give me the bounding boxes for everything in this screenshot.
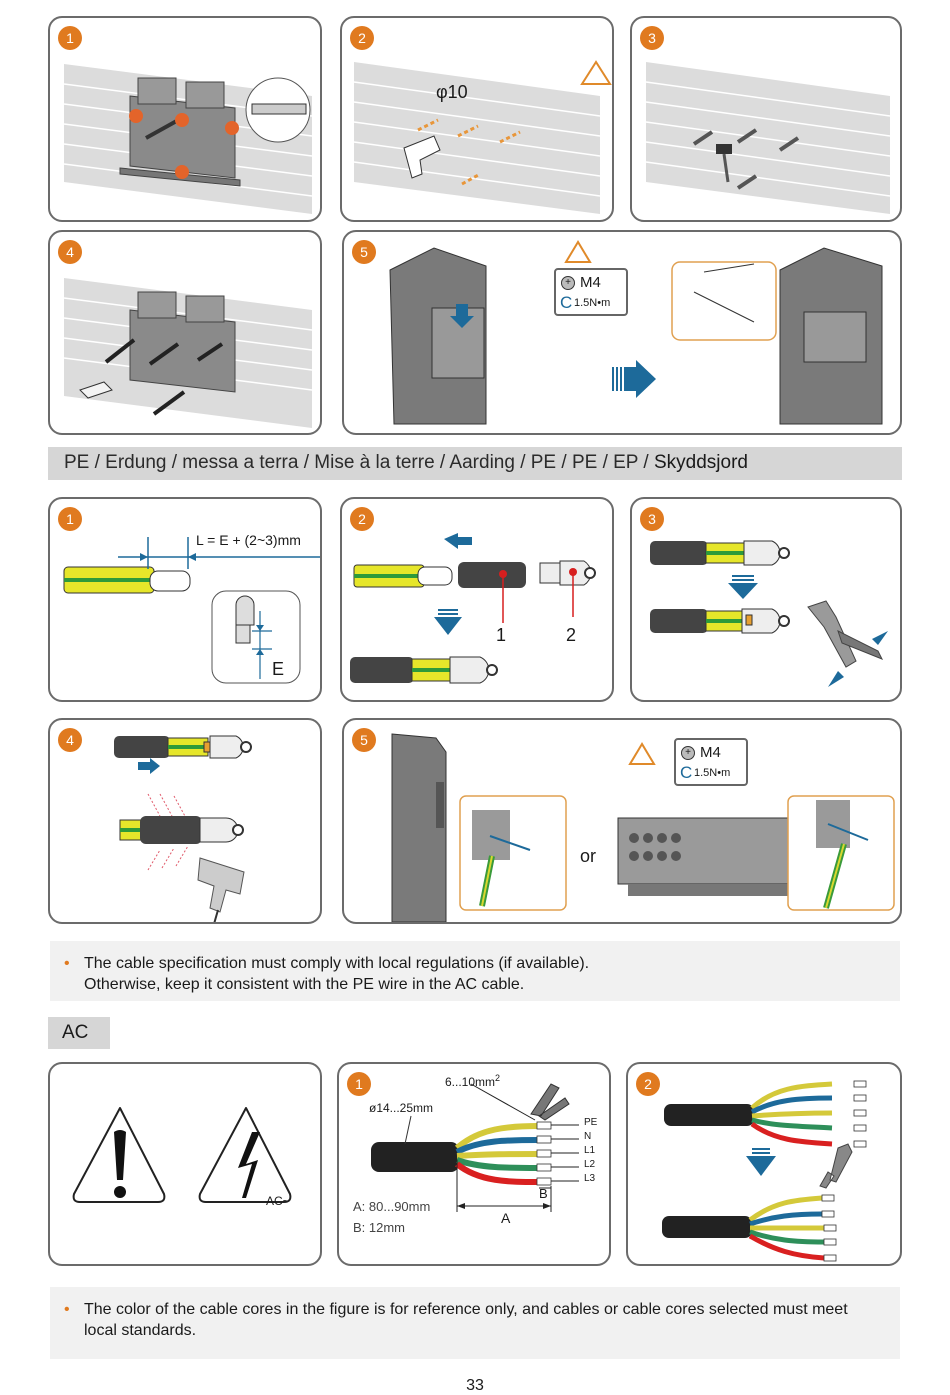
spec-b: B: 12mm	[353, 1220, 406, 1235]
spec-a: A: 80...90mm	[353, 1199, 431, 1214]
caution-icon	[72, 1107, 166, 1203]
mounting-plate-illustration	[63, 64, 313, 214]
page-number: 33	[466, 1377, 484, 1394]
ac-step-1-panel: 1 6...10mm2 ø14...25mm PE N L1 L2	[337, 1062, 611, 1266]
dimension-e-label: E	[272, 659, 285, 679]
expansion-bolt-illustration	[645, 62, 891, 214]
cross-section-value: 6...10mm	[445, 1075, 496, 1089]
bullet-icon: •	[64, 1301, 70, 1318]
pe-connection-illustration	[391, 733, 895, 922]
torque-spec-box: + M4 C 1.5N•m	[674, 738, 748, 786]
step-badge: 2	[636, 1072, 660, 1096]
pe-title-swedish: Skyddsjord	[653, 452, 748, 473]
ac-section-title: AC	[48, 1017, 110, 1049]
electric-shock-icon	[198, 1107, 292, 1203]
cross-section-superscript: 2	[495, 1073, 501, 1083]
warning-symbols	[72, 1107, 292, 1203]
or-label: or	[580, 846, 597, 866]
screw-icon: +	[681, 746, 695, 760]
crimping-illustration	[650, 540, 888, 687]
inverter-hanging-illustration	[389, 240, 883, 425]
pe-section-title: PE / Erdung / messa a terra / Mise à la …	[48, 447, 902, 480]
heat-shrink-and-terminal-illustration	[350, 533, 596, 684]
step-badge: 5	[352, 728, 376, 752]
screw-size: M4	[580, 274, 601, 291]
torque-spec-box: + M4 C 1.5N•m	[554, 268, 628, 316]
step-badge: 5	[352, 240, 376, 264]
wire-label-pe: PE	[584, 1117, 598, 1128]
hole-diameter-label: φ10	[436, 82, 468, 102]
torque-value: 1.5N•m	[694, 767, 731, 779]
pe-step-5-panel: 5 + M4 C 1.5N•m or	[342, 718, 902, 924]
wire-label-n: N	[584, 1131, 592, 1142]
wire-label-l1: L1	[584, 1145, 596, 1156]
step-badge: 4	[58, 240, 82, 264]
pe-step-3-panel: 3	[630, 497, 902, 702]
torque-value: 1.5N•m	[574, 297, 611, 309]
ac-warning-panel: AC~	[48, 1062, 322, 1266]
step-badge: 3	[640, 26, 664, 50]
bolt-tightening-illustration	[63, 278, 313, 428]
step-badge: 1	[347, 1072, 371, 1096]
torque-icon: C	[560, 293, 573, 312]
torque-icon: C	[680, 763, 693, 782]
cross-section-label: 6...10mm2	[445, 1073, 500, 1089]
step-badge: 2	[350, 26, 374, 50]
callout-terminal: 2	[566, 625, 577, 645]
bullet-icon: •	[64, 955, 70, 972]
ac-cable-strip-illustration	[371, 1083, 579, 1212]
pe-title-languages: PE / Erdung / messa a terra / Mise à la …	[64, 452, 654, 473]
drilling-illustration	[353, 60, 612, 214]
wire-label-l3: L3	[584, 1173, 596, 1184]
step-badge: 1	[58, 26, 82, 50]
mount-step-4-panel: 4	[48, 230, 322, 435]
step-badge: 2	[350, 507, 374, 531]
step-badge: 1	[58, 507, 82, 531]
pe-note: • The cable specification must comply wi…	[50, 941, 900, 1001]
dim-a-label: A	[501, 1210, 511, 1226]
ac-step-2-panel: 2	[626, 1062, 902, 1266]
mount-step-3-panel: 3	[630, 16, 902, 222]
mount-step-2-panel: 2 φ10	[340, 16, 614, 222]
mount-step-1-panel: 1	[48, 16, 322, 222]
screw-icon: +	[561, 276, 575, 290]
callout-heat-shrink: 1	[496, 625, 507, 645]
pe-note-line-2: Otherwise, keep it consistent with the P…	[84, 976, 525, 993]
pe-step-1-panel: 1 L = E + (2~3)mm E	[48, 497, 322, 702]
ferrule-crimping-illustration	[662, 1080, 867, 1262]
mount-step-5-panel: 5 + M4 C 1.5N•m	[342, 230, 902, 435]
dim-b-label: B	[539, 1186, 548, 1201]
step-badge: 3	[640, 507, 664, 531]
cable-diameter-label: ø14...25mm	[369, 1101, 434, 1115]
pe-note-line-1: The cable specification must comply with…	[84, 955, 590, 972]
strip-length-formula: L = E + (2~3)mm	[196, 532, 301, 548]
wire-label-l2: L2	[584, 1159, 596, 1170]
screw-size: M4	[700, 744, 721, 761]
ac-note-text: The color of the cable cores in the figu…	[84, 1301, 848, 1339]
ac-note: • The color of the cable cores in the fi…	[50, 1287, 900, 1359]
next-arrow-icon	[612, 360, 656, 398]
heat-gun-illustration	[114, 735, 252, 922]
pe-step-2-panel: 2 1 2	[340, 497, 614, 702]
pe-step-4-panel: 4	[48, 718, 322, 924]
ac-warning-label: AC~	[266, 1194, 290, 1208]
strip-length-illustration	[63, 537, 320, 684]
step-badge: 4	[58, 728, 82, 752]
